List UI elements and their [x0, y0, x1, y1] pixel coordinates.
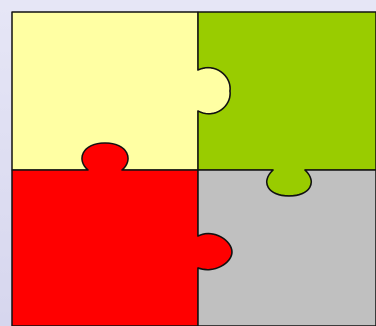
- puzzle-graphic: [0, 0, 376, 326]
- puzzle-illustration: [0, 0, 376, 326]
